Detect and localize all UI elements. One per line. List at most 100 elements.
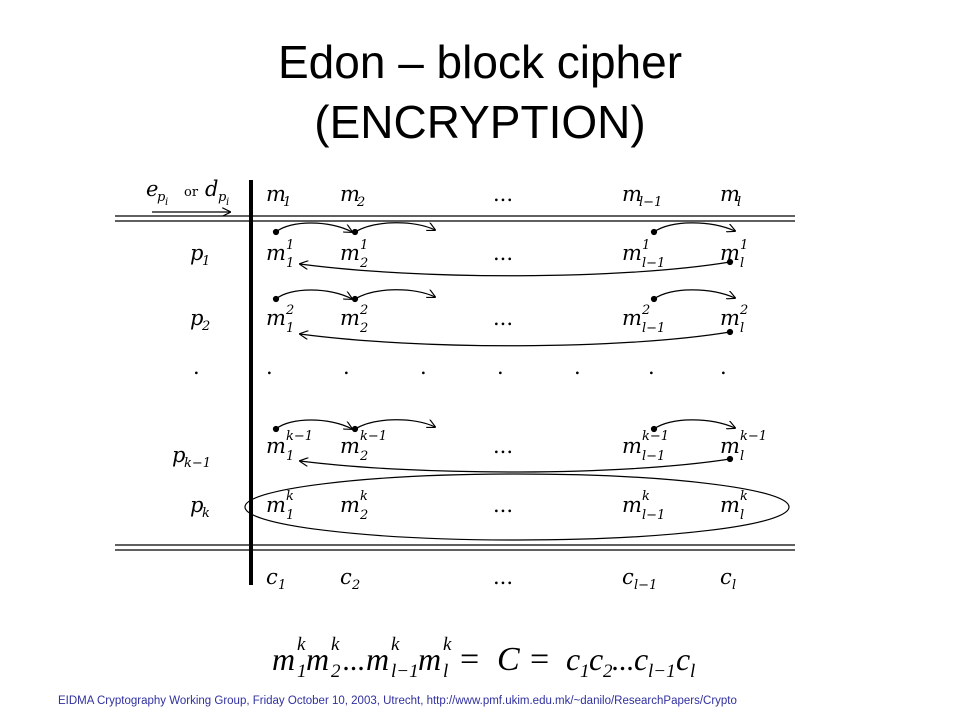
svg-text:=: = [530, 641, 549, 678]
svg-text:2: 2 [603, 661, 613, 682]
arrow-forward [354, 222, 435, 233]
svg-text:=: = [460, 641, 479, 678]
svg-text:c: c [622, 565, 634, 589]
svg-text:l−1: l−1 [391, 661, 419, 682]
svg-text:m: m [340, 493, 360, 517]
svg-text:...: ... [493, 565, 513, 589]
svg-text:m: m [340, 434, 360, 458]
svg-text:...: ... [493, 182, 513, 206]
svg-text:l−1: l−1 [639, 195, 662, 210]
svg-text:2: 2 [359, 303, 368, 318]
svg-text:...: ... [493, 493, 513, 517]
dots-row: . . . . . . . . [193, 355, 727, 379]
svg-text:c: c [266, 565, 278, 589]
svg-text:2: 2 [351, 578, 360, 593]
svg-text:k: k [740, 489, 748, 504]
svg-text:2: 2 [359, 321, 368, 336]
svg-text:l: l [740, 508, 744, 523]
svg-text:l−1: l−1 [642, 449, 665, 464]
svg-text:1: 1 [286, 256, 294, 271]
svg-text:m: m [622, 306, 642, 330]
svg-text:...: ... [612, 644, 635, 677]
svg-text:l−1: l−1 [642, 321, 665, 336]
svg-text:k−1: k−1 [642, 429, 669, 444]
svg-text:m: m [266, 434, 286, 458]
svg-text:2: 2 [359, 256, 368, 271]
output-row: c 1 c 2 ... c l−1 c l [266, 565, 736, 593]
svg-text:k−1: k−1 [286, 429, 313, 444]
svg-text:1: 1 [286, 449, 294, 464]
svg-text:c: c [566, 641, 580, 677]
svg-text:k: k [202, 506, 210, 521]
svg-text:2: 2 [359, 449, 368, 464]
svg-text:m: m [622, 182, 642, 206]
header-label: e p i or d p i [146, 177, 230, 212]
svg-text:m: m [266, 306, 286, 330]
svg-text:k: k [360, 489, 368, 504]
svg-text:l: l [443, 661, 448, 682]
svg-text:1: 1 [297, 661, 307, 682]
svg-text:m: m [366, 641, 389, 677]
svg-text:i: i [165, 197, 168, 208]
svg-text:p: p [218, 190, 227, 205]
svg-text:.: . [266, 355, 273, 379]
slide-title-line2: (ENCRYPTION) [314, 96, 646, 148]
svg-text:l−1: l−1 [648, 661, 676, 682]
svg-text:p: p [157, 190, 166, 205]
arrow-forward [354, 289, 435, 300]
svg-text:m: m [266, 182, 286, 206]
svg-text:c: c [634, 641, 648, 677]
slide-footer: EIDMA Cryptography Working Group, Friday… [58, 695, 737, 707]
svg-text:m: m [340, 182, 360, 206]
row-pk-1: p k−1 m k−1 1 m k−1 2 ... m k−1 l−1 m k−… [172, 429, 767, 471]
svg-text:...: ... [493, 306, 513, 330]
row-p1: p 1 m 1 1 m 1 2 ... m 1 l−1 m 1 l [190, 238, 748, 271]
svg-text:l−1: l−1 [634, 578, 657, 593]
svg-text:k: k [297, 634, 306, 655]
svg-text:2: 2 [356, 195, 365, 210]
svg-text:m: m [720, 241, 740, 265]
svg-text:k: k [391, 634, 400, 655]
svg-text:.: . [574, 355, 581, 379]
arrow-forward [275, 222, 352, 232]
svg-text:1: 1 [740, 238, 748, 253]
svg-text:c: c [720, 565, 732, 589]
svg-text:m: m [272, 641, 295, 677]
svg-text:m: m [418, 641, 441, 677]
svg-text:1: 1 [286, 321, 294, 336]
svg-text:p: p [172, 443, 185, 467]
svg-text:k−1: k−1 [184, 456, 211, 471]
svg-text:l: l [740, 256, 744, 271]
svg-text:.: . [193, 355, 200, 379]
svg-text:1: 1 [360, 238, 368, 253]
arrow-back [300, 459, 731, 473]
svg-text:1: 1 [286, 508, 294, 523]
arrow-back [300, 262, 731, 277]
svg-text:m: m [306, 641, 329, 677]
arrow-forward [653, 419, 735, 430]
svg-text:...: ... [343, 644, 366, 677]
svg-text:1: 1 [283, 195, 291, 210]
svg-text:k−1: k−1 [360, 429, 387, 444]
svg-text:m: m [720, 306, 740, 330]
svg-text:k: k [443, 634, 452, 655]
arrow-forward [653, 222, 735, 233]
final-equation: m k 1 m k 2 ... m k l−1 m k l = C = c 1 … [272, 634, 695, 682]
svg-text:1: 1 [642, 238, 650, 253]
svg-text:m: m [720, 493, 740, 517]
svg-text:m: m [720, 434, 740, 458]
highlight-ellipse [244, 473, 790, 541]
svg-text:l: l [732, 578, 736, 593]
arrow-back [300, 332, 731, 347]
svg-text:l: l [737, 195, 741, 210]
arrow-forward [653, 289, 735, 300]
svg-text:m: m [622, 241, 642, 265]
svg-text:1: 1 [278, 578, 286, 593]
svg-text:l: l [740, 321, 744, 336]
svg-text:m: m [622, 434, 642, 458]
svg-text:2: 2 [285, 303, 294, 318]
header-row: m 1 m 2 ... m l−1 m l [266, 182, 741, 210]
slide-title-line1: Edon – block cipher [277, 36, 683, 88]
svg-text:2: 2 [331, 661, 341, 682]
